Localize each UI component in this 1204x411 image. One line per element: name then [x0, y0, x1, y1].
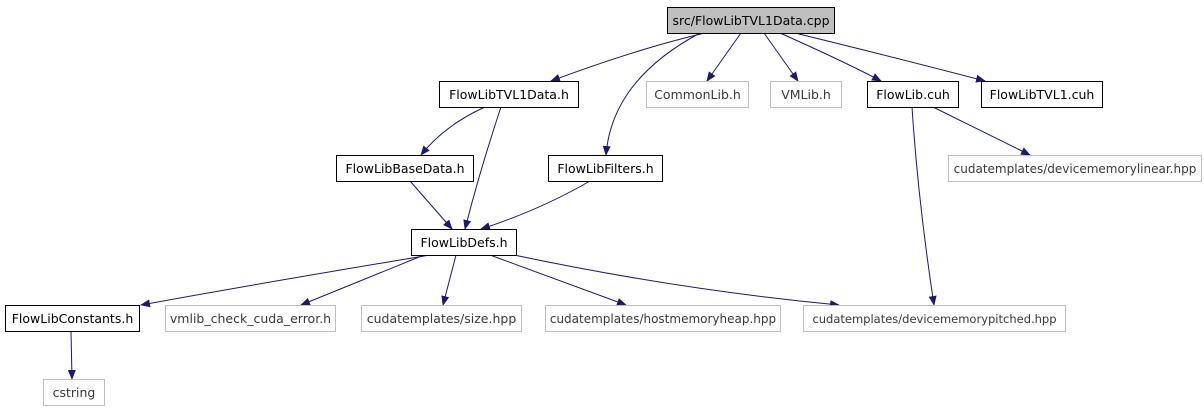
- edge-root-to-flowlibcuh: [779, 32, 882, 82]
- node-box: [667, 7, 835, 34]
- node-label: cudatemplates/devicememorypitched.hpp: [812, 312, 1056, 326]
- node-label: vmlib_check_cuda_error.h: [170, 311, 331, 326]
- node-box: [411, 229, 517, 256]
- edge-root-to-vmlib: [763, 32, 799, 82]
- edge-root-to-tvl1data: [550, 32, 706, 82]
- node-vmlibcheck: vmlib_check_cuda_error.h: [165, 305, 336, 332]
- node-label: FlowLibTVL1Data.h: [449, 87, 569, 102]
- node-tvl1data[interactable]: FlowLibTVL1Data.h: [439, 81, 579, 108]
- edge-defs-to-size: [441, 254, 457, 306]
- node-size: cudatemplates/size.hpp: [361, 305, 522, 332]
- node-cstring: cstring: [43, 379, 105, 406]
- node-vmlib: VMLib.h: [770, 81, 842, 108]
- node-basedata[interactable]: FlowLibBaseData.h: [336, 155, 474, 182]
- edge-defs-to-constants: [140, 254, 431, 308]
- node-box: [548, 155, 663, 182]
- node-commonlib: CommonLib.h: [646, 81, 749, 108]
- edge-constants-to-cstring: [67, 330, 76, 380]
- node-box: [981, 81, 1103, 108]
- node-box: [545, 305, 781, 332]
- nodes: src/FlowLibTVL1Data.cppFlowLibTVL1Data.h…: [5, 7, 1202, 406]
- node-label: FlowLibDefs.h: [420, 235, 507, 250]
- node-box: [165, 305, 336, 332]
- node-label: FlowLibConstants.h: [12, 311, 134, 326]
- edge-flowlibcuh-to-devpitched: [911, 106, 937, 306]
- node-label: cudatemplates/devicememorylinear.hpp: [954, 162, 1197, 176]
- edge-tvl1data-to-basedata: [420, 106, 486, 156]
- node-label: FlowLibTVL1.cuh: [990, 87, 1095, 102]
- node-box: [439, 81, 579, 108]
- edge-defs-to-devpitched: [513, 254, 840, 309]
- node-label: FlowLibFilters.h: [557, 161, 653, 176]
- node-label: cudatemplates/size.hpp: [367, 311, 517, 326]
- edge-defs-to-vmlibcheck: [300, 254, 425, 306]
- node-label: VMLib.h: [781, 87, 831, 102]
- edge-root-to-filters: [602, 32, 701, 156]
- node-box: [361, 305, 522, 332]
- node-flowlibcuh[interactable]: FlowLib.cuh: [867, 81, 959, 108]
- node-label: FlowLib.cuh: [876, 87, 950, 102]
- node-root[interactable]: src/FlowLibTVL1Data.cpp: [667, 7, 835, 34]
- node-box: [336, 155, 474, 182]
- node-label: cudatemplates/hostmemoryheap.hpp: [550, 312, 776, 326]
- edge-flowlibcuh-to-devlinear: [932, 106, 1031, 156]
- edge-tvl1data-to-defs: [463, 106, 502, 230]
- edge-root-to-tvl1cuh: [794, 32, 986, 83]
- edge-defs-to-hostheap: [489, 254, 627, 306]
- node-box: [770, 81, 842, 108]
- edges: [67, 32, 1031, 380]
- node-defs[interactable]: FlowLibDefs.h: [411, 229, 517, 256]
- edge-basedata-to-defs: [409, 180, 453, 230]
- node-label: src/FlowLibTVL1Data.cpp: [672, 13, 829, 28]
- node-box: [948, 155, 1202, 182]
- edge-filters-to-defs: [480, 180, 591, 231]
- node-filters[interactable]: FlowLibFilters.h: [548, 155, 663, 182]
- node-box: [867, 81, 959, 108]
- node-box: [43, 379, 105, 406]
- node-label: cstring: [53, 385, 96, 400]
- node-label: FlowLibBaseData.h: [345, 161, 464, 176]
- node-hostheap: cudatemplates/hostmemoryheap.hpp: [545, 305, 781, 332]
- node-box: [5, 305, 140, 332]
- edge-root-to-commonlib: [706, 32, 742, 82]
- node-devpitched: cudatemplates/devicememorypitched.hpp: [803, 305, 1066, 332]
- node-box: [803, 305, 1066, 332]
- node-devlinear: cudatemplates/devicememorylinear.hpp: [948, 155, 1202, 182]
- node-label: CommonLib.h: [654, 87, 741, 102]
- node-box: [646, 81, 749, 108]
- node-tvl1cuh[interactable]: FlowLibTVL1.cuh: [981, 81, 1103, 108]
- node-constants[interactable]: FlowLibConstants.h: [5, 305, 140, 332]
